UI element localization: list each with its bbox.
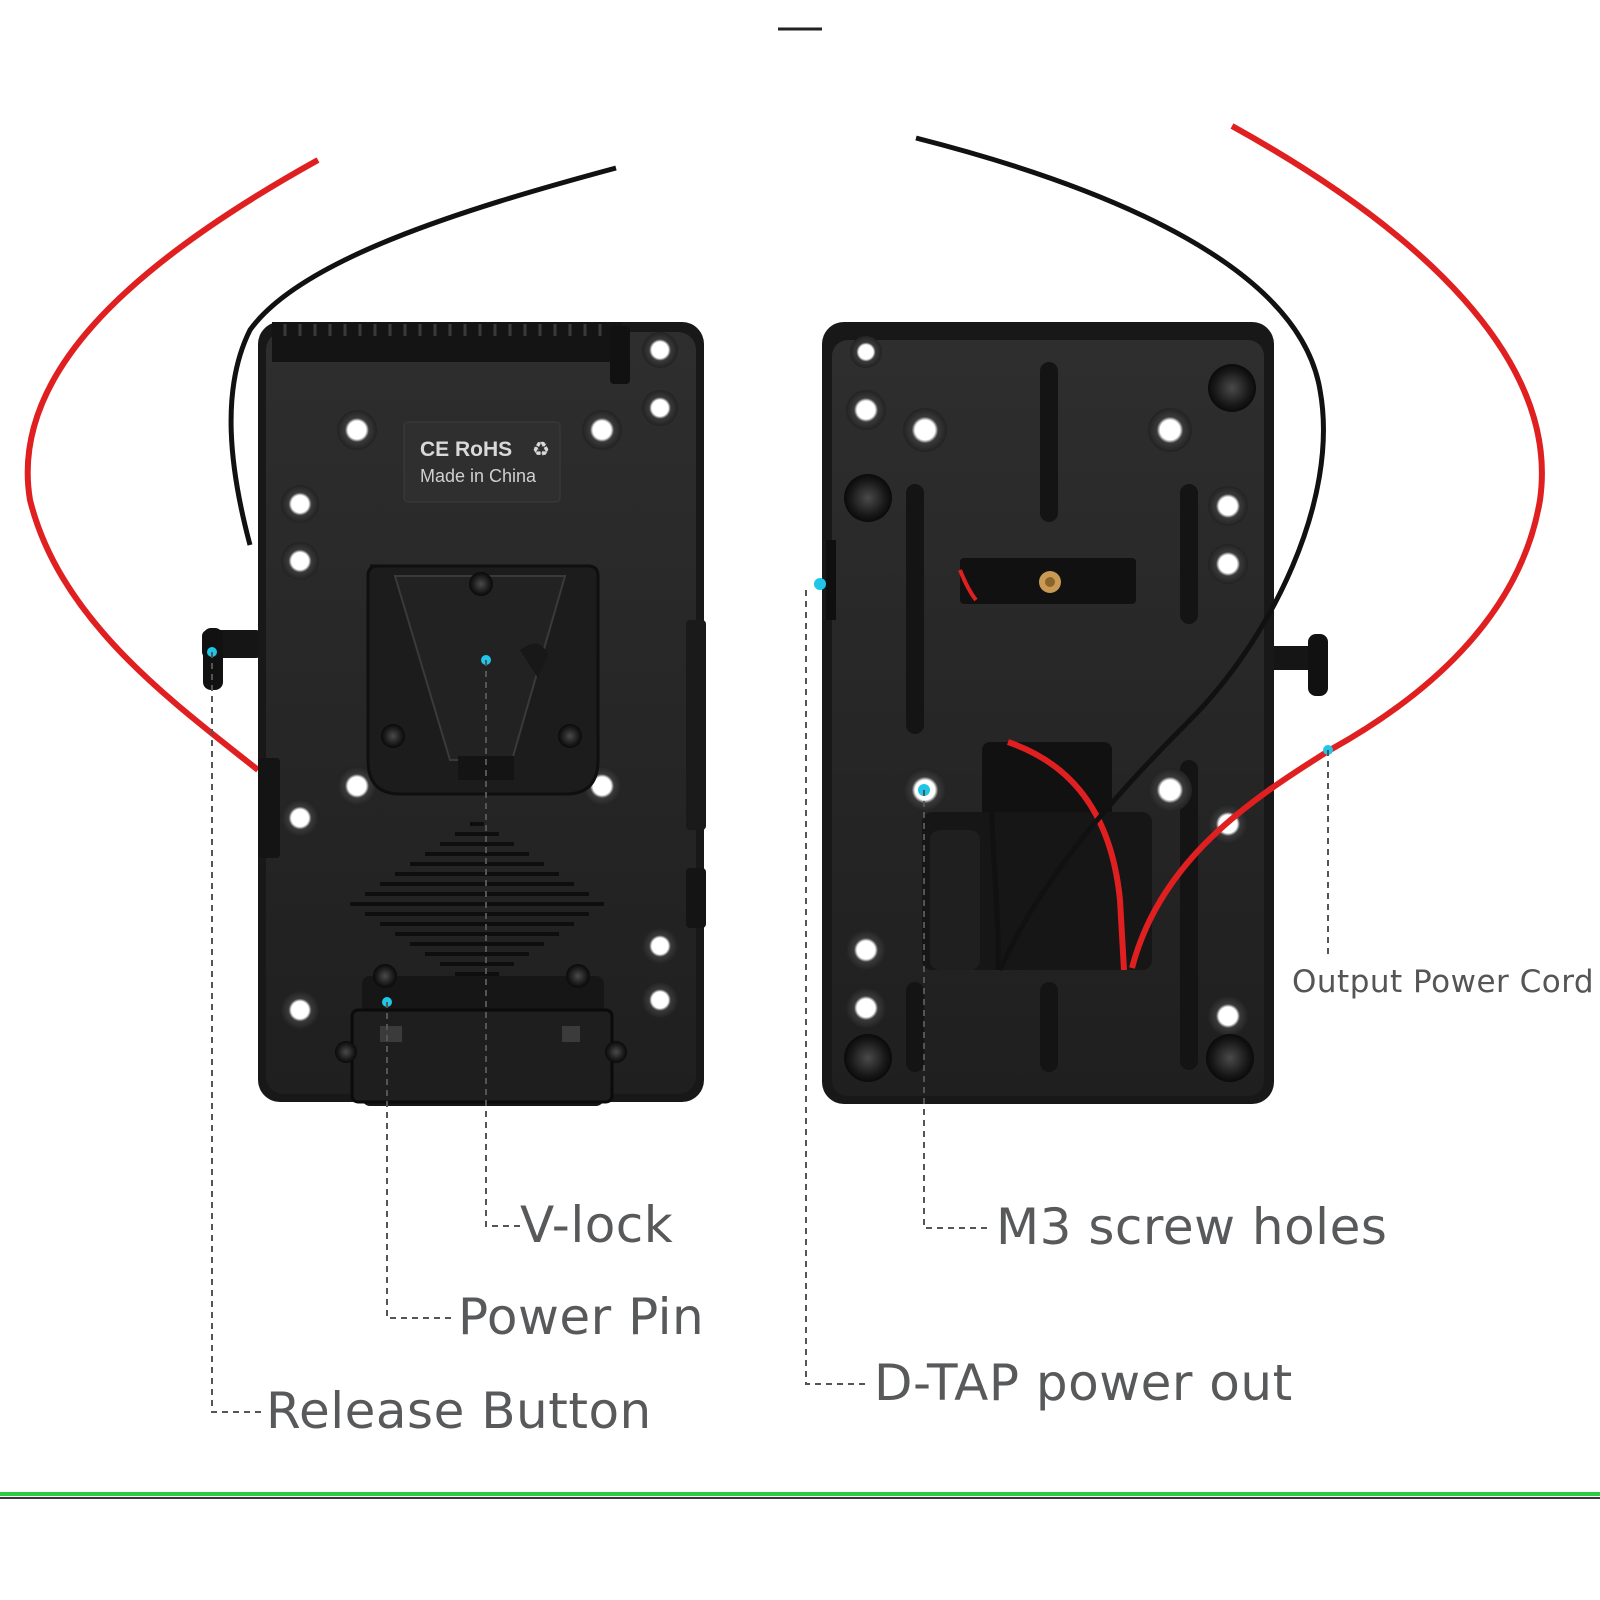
callout-d-tap: D-TAP power out (874, 1354, 1293, 1412)
plate-marking-line1: CE RoHS (420, 438, 512, 461)
callout-release-button: Release Button (266, 1382, 652, 1440)
right-plate-back (814, 123, 1545, 1104)
left-plate-front: CE RoHS ♻ Made in China (24, 157, 706, 1106)
ce-rohs-label (403, 421, 561, 503)
callout-output-cord: Output Power Cord (1292, 964, 1595, 1000)
right-black-wire (915, 135, 1326, 972)
right-red-wire (1129, 123, 1545, 969)
left-black-wire (228, 165, 617, 546)
right-slots (906, 362, 1198, 1072)
cross-bin-icon: ♻ (532, 439, 550, 461)
left-mounting-holes (281, 332, 678, 1029)
left-red-wire (24, 157, 320, 773)
top-ribs (283, 324, 602, 336)
plate-marking-line2: Made in China (420, 466, 537, 486)
right-screws (844, 364, 1256, 1082)
callout-power-pin: Power Pin (458, 1288, 705, 1346)
d-tap-marker (814, 578, 826, 590)
callout-m3-screw-holes: M3 screw holes (996, 1198, 1388, 1256)
callout-v-lock: V-lock (520, 1196, 674, 1254)
vent-grille (350, 822, 604, 976)
callout-leaders (211, 590, 1329, 1413)
